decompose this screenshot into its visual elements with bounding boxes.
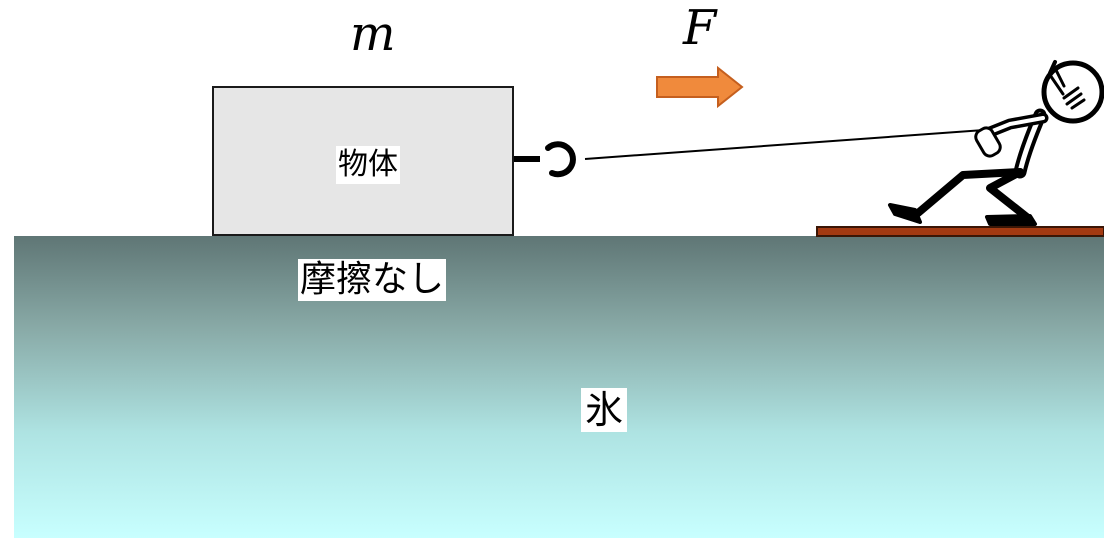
force-arrow: [656, 65, 744, 109]
friction-label: 摩擦なし: [298, 259, 447, 301]
rope: [584, 128, 999, 160]
platform: [816, 226, 1104, 237]
ice-surface: [14, 236, 1104, 538]
force-symbol: F: [683, 0, 717, 56]
mass-symbol: m: [350, 6, 396, 62]
ice-label: 氷: [581, 388, 628, 432]
pulling-person: [888, 60, 1104, 226]
object-label: 物体: [336, 146, 400, 184]
hook: [514, 141, 576, 178]
